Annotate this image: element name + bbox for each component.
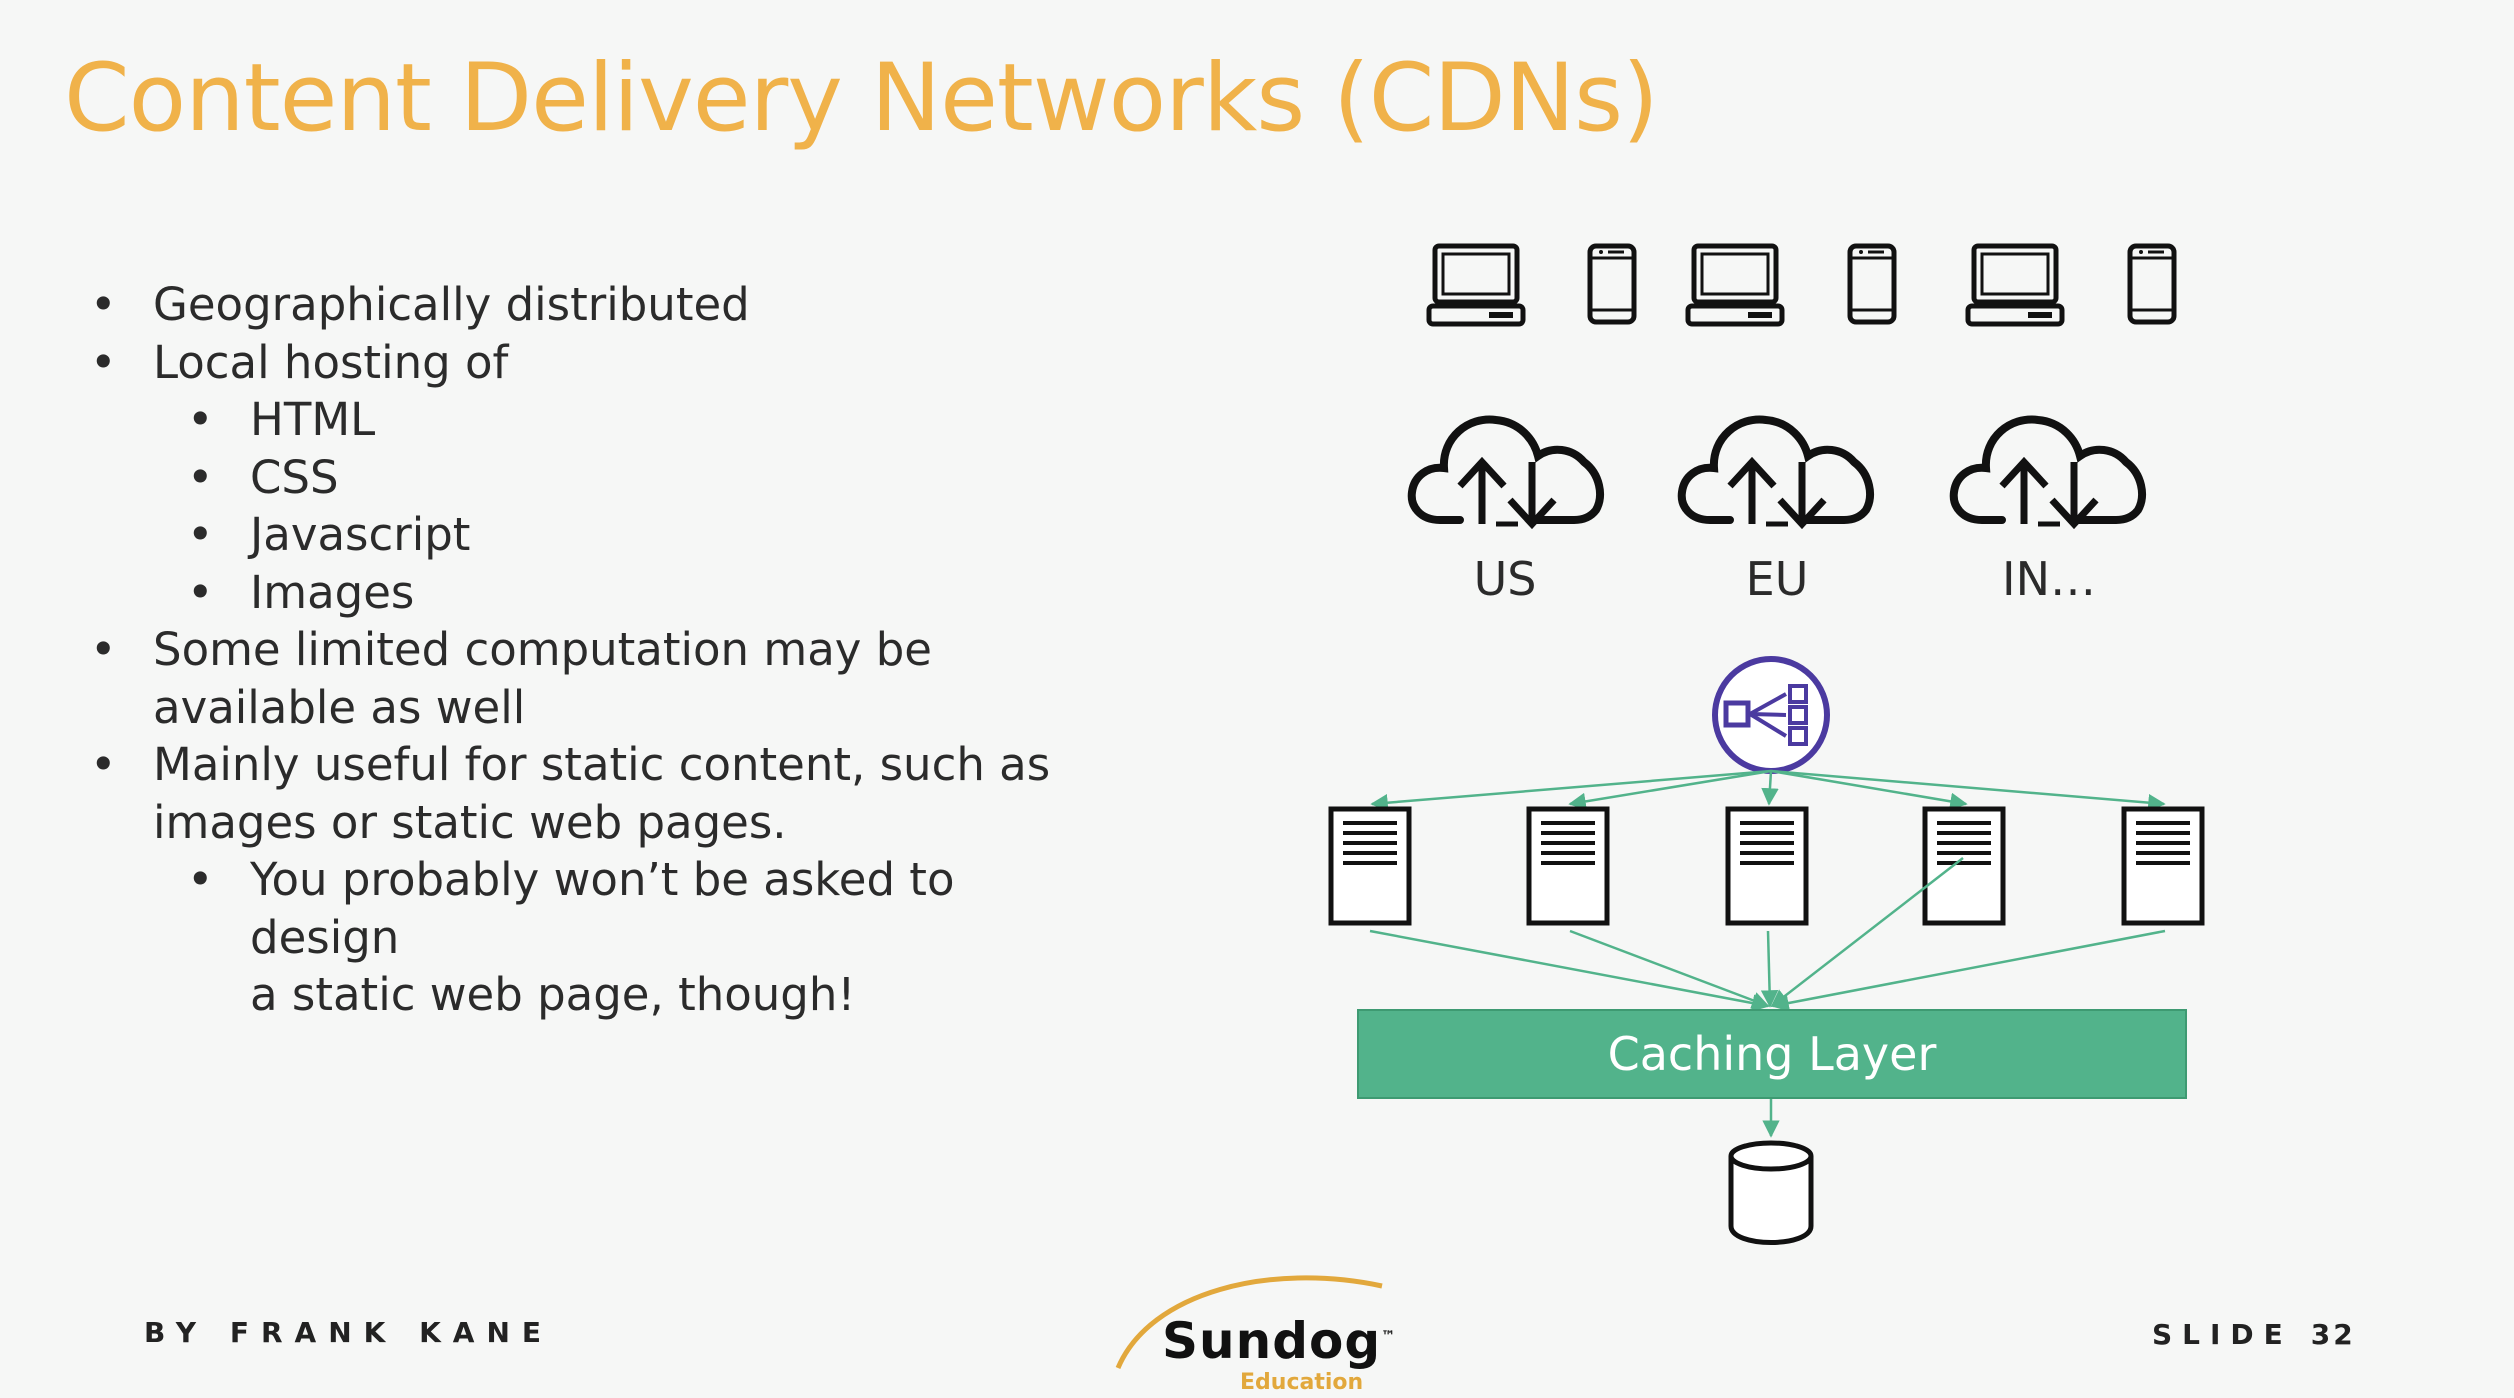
bullet-text: Javascript <box>250 508 471 561</box>
bullet-item: • Javascript <box>88 506 1088 564</box>
server-to-cache-arrows <box>1369 857 2166 1138</box>
bullet-item: • Geographically distributed <box>88 276 1088 334</box>
logo-subtitle: Education <box>1240 1370 1364 1395</box>
bullet-text: Mainly useful for static content, such a… <box>153 738 1051 791</box>
bullet-item: • HTML <box>88 391 1088 449</box>
bullet-glyph: • <box>90 738 117 791</box>
logo-name: Sundog™ <box>1162 1312 1397 1370</box>
bullet-text: Local hosting of <box>153 335 509 389</box>
phone-icon <box>2130 246 2174 322</box>
bullet-glyph: • <box>187 393 214 446</box>
cloud-upload-download-icon <box>1682 420 1870 524</box>
phone-icon <box>1850 246 1894 322</box>
bullet-text: available as well <box>153 680 526 734</box>
logo-swoosh-icon <box>1115 1275 1383 1369</box>
caching-layer-label: Caching Layer <box>1607 1027 1937 1081</box>
slide-label: SLIDE <box>2152 1318 2293 1351</box>
slide-title: Content Delivery Networks (CDNs) <box>64 44 1659 153</box>
slide-number-value: 32 <box>2310 1318 2356 1351</box>
footer-author: BY FRANK KANE <box>144 1316 553 1349</box>
bullet-text: Images <box>250 565 415 619</box>
laptop-icon <box>1688 246 1782 324</box>
slide-number: SLIDE 32 <box>2152 1318 2356 1351</box>
bullet-glyph: • <box>90 278 117 331</box>
bullet-text: Geographically distributed <box>153 278 750 331</box>
server-icon <box>1925 809 2003 923</box>
bullet-glyph: • <box>187 565 214 619</box>
bullet-item: • Images <box>88 564 1088 622</box>
cloud-upload-download-icon <box>1954 420 2142 524</box>
bullet-glyph: • <box>187 508 214 561</box>
bullet-glyph: • <box>90 623 117 676</box>
region-label-eu: EU <box>1745 552 1809 606</box>
phone-icon <box>1590 246 1634 322</box>
bullet-glyph: • <box>90 335 117 389</box>
load-balancer-icon <box>1712 656 1830 774</box>
sundog-logo: Sundog™ Education <box>1110 1262 1395 1398</box>
bullet-text: CSS <box>250 450 339 504</box>
region-label-in: IN… <box>2002 552 2096 606</box>
server-icon <box>2124 809 2202 923</box>
caching-layer: Caching Layer <box>1357 1009 2187 1099</box>
bullet-item: • Local hosting of <box>88 334 1088 392</box>
bullet-text: You probably won’t be asked to design <box>250 853 955 964</box>
bullet-item: • Mainly useful for static content, such … <box>88 736 1088 851</box>
server-icon <box>1728 809 1806 923</box>
bullet-item: • CSS <box>88 449 1088 507</box>
server-icon <box>1331 809 1409 923</box>
laptop-icon <box>1429 246 1523 324</box>
bullet-glyph: • <box>187 450 214 504</box>
laptop-icon <box>1968 246 2062 324</box>
cloud-upload-download-icon <box>1412 420 1600 524</box>
bullet-text: a static web page, though! <box>250 968 856 1021</box>
lb-to-server-arrows <box>1370 769 2166 812</box>
bullet-glyph: • <box>187 853 214 906</box>
bullet-text: Some limited computation may be <box>153 623 932 676</box>
region-label-us: US <box>1473 552 1537 606</box>
bullet-text: images or static web pages. <box>153 795 787 849</box>
database-icon <box>1728 1140 1814 1245</box>
bullet-list: •Geographically distributed•Local hostin… <box>88 276 1088 1024</box>
bullet-text: HTML <box>250 393 376 446</box>
server-icon <box>1529 809 1607 923</box>
